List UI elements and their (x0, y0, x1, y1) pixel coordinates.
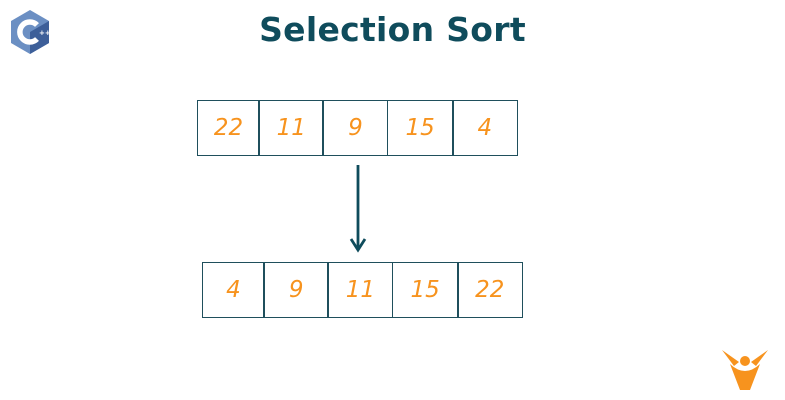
input-cell: 9 (322, 100, 389, 156)
output-cell: 22 (456, 262, 523, 318)
input-cell: 15 (386, 100, 454, 156)
input-array: 22 11 9 15 4 (197, 100, 518, 156)
cpp-logo-icon: ++ (11, 10, 51, 54)
output-cell: 9 (263, 262, 330, 318)
output-cell: 15 (391, 262, 459, 318)
page-title: Selection Sort (259, 10, 526, 49)
input-cell: 11 (258, 100, 325, 156)
input-cell: 4 (451, 100, 518, 156)
brand-logo-icon (722, 350, 768, 390)
output-array: 4 9 11 15 22 (202, 262, 523, 318)
arrow-down-icon (349, 165, 367, 253)
svg-text:++: ++ (39, 29, 51, 37)
output-cell: 4 (202, 262, 265, 318)
output-cell: 11 (327, 262, 394, 318)
input-cell: 22 (197, 100, 260, 156)
